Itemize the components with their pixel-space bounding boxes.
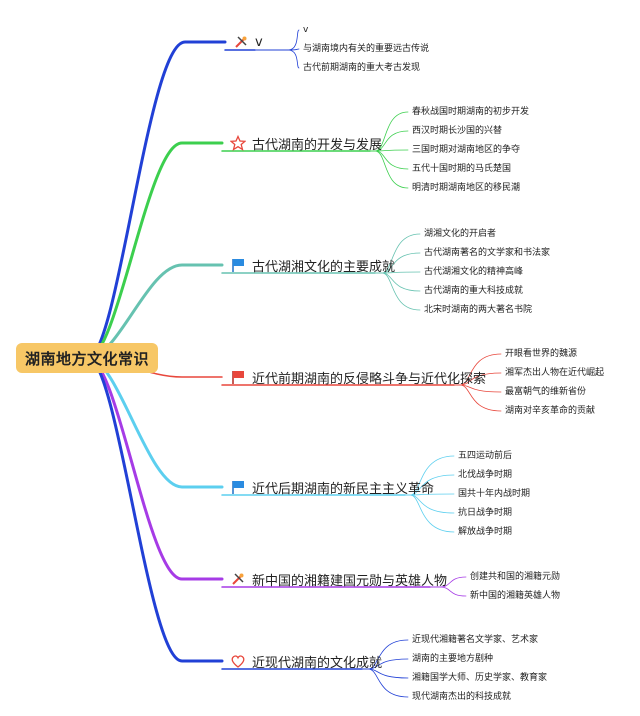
branch-connector [86, 356, 224, 663]
leaf-connector [287, 29, 300, 51]
branch-label: 近现代湖南的文化成就 [252, 655, 383, 671]
leaf-node[interactable]: 现代湖南杰出的科技成就 [412, 692, 512, 702]
branch-label: 古代湖南的开发与发展 [252, 137, 383, 153]
leaf-node[interactable]: 新中国的湘籍英雄人物 [470, 591, 561, 601]
branch-label: 古代湖湘文化的主要成就 [252, 259, 396, 275]
branch-label: 新中国的湘籍建国元勋与英雄人物 [252, 573, 448, 589]
leaf-connector [459, 384, 502, 412]
leaf-node[interactable]: 国共十年内战时期 [458, 489, 531, 499]
blue-flag-icon [230, 257, 246, 273]
leaf-node[interactable]: 开眼看世界的魏源 [505, 349, 578, 359]
blue-flag-icon [230, 479, 246, 495]
branch-node-4[interactable]: 近代前期湖南的反侵略斗争与近代化探索 [230, 366, 486, 388]
branch-connector [86, 356, 224, 581]
leaf-connector [439, 576, 467, 588]
leaf-node[interactable]: 西汉时期长沙国的兴替 [412, 126, 503, 136]
leaf-connector [367, 639, 409, 670]
leaf-connector [409, 474, 455, 496]
branch-node-2[interactable]: 古代湖南的开发与发展 [230, 132, 382, 154]
leaf-connector [459, 353, 502, 386]
red-flag-icon [230, 369, 246, 385]
root-label: 湖南地方文化常识 [24, 349, 149, 368]
leaf-connector [374, 150, 409, 189]
leaf-node[interactable]: 古代湖南的重大科技成就 [424, 286, 524, 296]
leaf-connector [374, 130, 409, 152]
heart-icon [230, 653, 246, 669]
leaf-node[interactable]: v [303, 25, 309, 35]
leaf-connector [381, 233, 421, 274]
branch-node-5[interactable]: 近代后期湖南的新民主主义革命 [230, 476, 434, 498]
leaf-node[interactable]: 解放战争时期 [458, 527, 513, 537]
branch-node-6[interactable]: 新中国的湘籍建国元勋与英雄人物 [230, 568, 447, 590]
leaf-node[interactable]: 湖湘文化的开启者 [424, 229, 497, 239]
leaf-node[interactable]: 湖南的主要地方剧种 [412, 654, 494, 664]
leaf-node[interactable]: 北宋时湖南的两大著名书院 [424, 305, 533, 315]
leaf-connector [374, 111, 409, 152]
leaf-node[interactable]: 五四运动前后 [458, 451, 513, 461]
branch-label: 近代前期湖南的反侵略斗争与近代化探索 [252, 371, 487, 387]
leaf-connector [409, 493, 455, 496]
leaf-node[interactable]: 创建共和国的湘籍元勋 [470, 572, 561, 582]
leaf-node[interactable]: 湘军杰出人物在近代崛起 [505, 368, 605, 378]
leaf-connector [367, 658, 409, 670]
root-node[interactable]: 湖南地方文化常识 [16, 343, 158, 373]
leaf-connector [287, 49, 300, 69]
leaf-node[interactable]: 古代前期湖南的重大考古发现 [303, 63, 421, 73]
leaf-node[interactable]: 五代十国时期的马氏楚国 [412, 164, 512, 174]
leaf-node[interactable]: 近现代湘籍著名文学家、艺术家 [412, 635, 539, 645]
branch-label: 近代后期湖南的新民主主义革命 [252, 481, 435, 497]
star-icon [230, 135, 246, 151]
branch-label: v [255, 34, 263, 50]
tools-icon [230, 571, 246, 587]
leaf-node[interactable]: 三国时期对湖南地区的争夺 [412, 145, 521, 155]
leaf-node[interactable]: 最富朝气的维新省份 [505, 387, 587, 397]
leaf-connector [381, 272, 421, 311]
branch-connector [86, 40, 227, 360]
leaf-node[interactable]: 春秋战国时期湖南的初步开发 [412, 107, 530, 117]
leaf-node[interactable]: 与湖南境内有关的重要远古传说 [303, 44, 430, 54]
leaf-node[interactable]: 北伐战争时期 [458, 470, 513, 480]
leaf-connector [459, 372, 502, 386]
leaf-connector [381, 252, 421, 274]
leaf-connector [409, 494, 455, 533]
branch-connector [86, 141, 224, 360]
leaf-node[interactable]: 湖南对辛亥革命的贡献 [505, 406, 596, 416]
leaf-node[interactable]: 古代湖南著名的文学家和书法家 [424, 248, 551, 258]
branch-node-1[interactable]: v [233, 31, 263, 53]
leaf-connector [439, 586, 467, 597]
leaf-node[interactable]: 明清时期湖南地区的移民潮 [412, 183, 521, 193]
leaf-node[interactable]: 湘籍国学大师、历史学家、教育家 [412, 673, 548, 683]
leaf-node[interactable]: 抗日战争时期 [458, 508, 513, 518]
tools-icon [233, 34, 249, 50]
leaf-connector [367, 668, 409, 698]
leaf-node[interactable]: 古代湖湘文化的精神高峰 [424, 267, 524, 277]
branch-node-7[interactable]: 近现代湖南的文化成就 [230, 650, 382, 672]
branch-node-3[interactable]: 古代湖湘文化的主要成就 [230, 254, 395, 276]
